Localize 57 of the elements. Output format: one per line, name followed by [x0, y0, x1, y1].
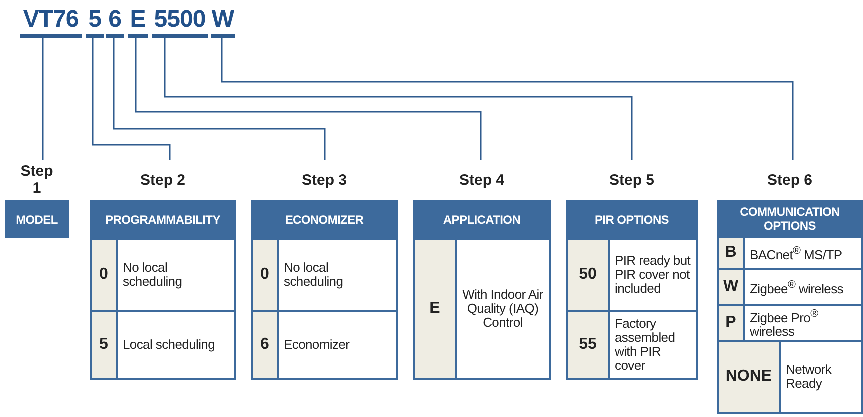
- option-code: NONE: [719, 342, 781, 412]
- option-description: Zigbee Pro$^{®}$ wireless: [750, 306, 820, 340]
- option-code: B: [719, 238, 745, 268]
- option-row: [92, 310, 234, 378]
- model-code-segment: VT76: [20, 6, 82, 38]
- option-description: BACnet$^{®}$ MS/TP: [750, 244, 842, 262]
- connector-line: [135, 38, 482, 160]
- option-row: [719, 268, 861, 304]
- connector-line: [113, 38, 326, 160]
- option-description: With Indoor Air Quality (IAQ) Control: [462, 288, 544, 330]
- option-code: 50: [568, 240, 610, 310]
- option-code: E: [415, 240, 457, 378]
- option-description: Zigbee$^{®}$ wireless: [750, 278, 844, 296]
- option-row: [719, 340, 861, 412]
- step-label: Step 4: [459, 170, 504, 190]
- option-description: Economizer: [284, 338, 350, 352]
- option-row: [253, 310, 396, 378]
- step-label: Step 5: [609, 170, 654, 190]
- model-code-segment: E: [128, 6, 148, 38]
- option-row: [253, 238, 396, 310]
- option-description: Local scheduling: [123, 338, 216, 352]
- option-code: 0: [253, 240, 279, 310]
- option-code: 5: [92, 312, 118, 378]
- option-code: 55: [568, 312, 610, 378]
- table-header: ECONOMIZER: [253, 200, 396, 238]
- table-header: PIR OPTIONS: [568, 200, 696, 238]
- option-row: [568, 310, 696, 378]
- model-code-segment: 5500: [152, 6, 208, 38]
- connector-line: [92, 38, 171, 160]
- step-label: Step 1: [20, 162, 54, 199]
- step-label: Step 2: [140, 170, 186, 190]
- option-code: P: [719, 306, 745, 340]
- connector-line: [221, 38, 794, 160]
- table-header: MODEL: [5, 200, 69, 238]
- option-description: PIR ready but PIR cover not included: [615, 254, 691, 296]
- option-description: Factory assembled with PIR cover: [615, 317, 676, 373]
- connector-line: [42, 38, 44, 160]
- option-description: No local scheduling: [284, 261, 344, 289]
- connector-line: [164, 38, 633, 160]
- option-description: No local scheduling: [123, 261, 184, 289]
- option-row: [568, 238, 696, 310]
- table-header: COMMUNICATION OPTIONS: [719, 200, 861, 236]
- table-header: PROGRAMMABILITY: [92, 200, 234, 238]
- option-row: [92, 238, 234, 310]
- model-code-segment: 5: [86, 6, 104, 38]
- option-code: 0: [92, 240, 118, 310]
- option-row: [719, 304, 861, 340]
- option-code: 6: [253, 312, 279, 378]
- option-code: W: [719, 270, 745, 304]
- model-code-segment: W: [211, 6, 235, 38]
- option-row: [415, 238, 549, 378]
- option-description: Network Ready: [786, 363, 833, 391]
- step-label: Step 6: [767, 170, 812, 190]
- option-row: [719, 236, 861, 268]
- step-label: Step 3: [302, 170, 347, 190]
- model-code-segment: 6: [106, 6, 124, 38]
- table-header: APPLICATION: [415, 200, 549, 238]
